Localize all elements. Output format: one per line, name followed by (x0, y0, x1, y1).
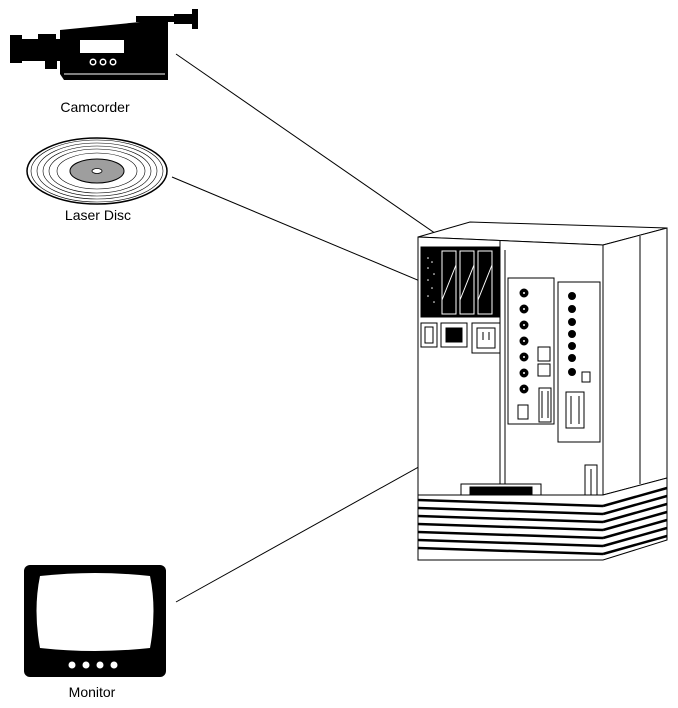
computer-chassis-icon (417, 221, 668, 508)
camcorder-label: Camcorder (60, 99, 130, 115)
chassis-base (417, 477, 668, 561)
camcorder-icon (10, 9, 198, 80)
monitor-label: Monitor (68, 684, 116, 700)
laser-disc-icon (26, 137, 168, 205)
laser-disc-label: Laser Disc (64, 207, 132, 223)
monitor-icon (24, 565, 166, 677)
